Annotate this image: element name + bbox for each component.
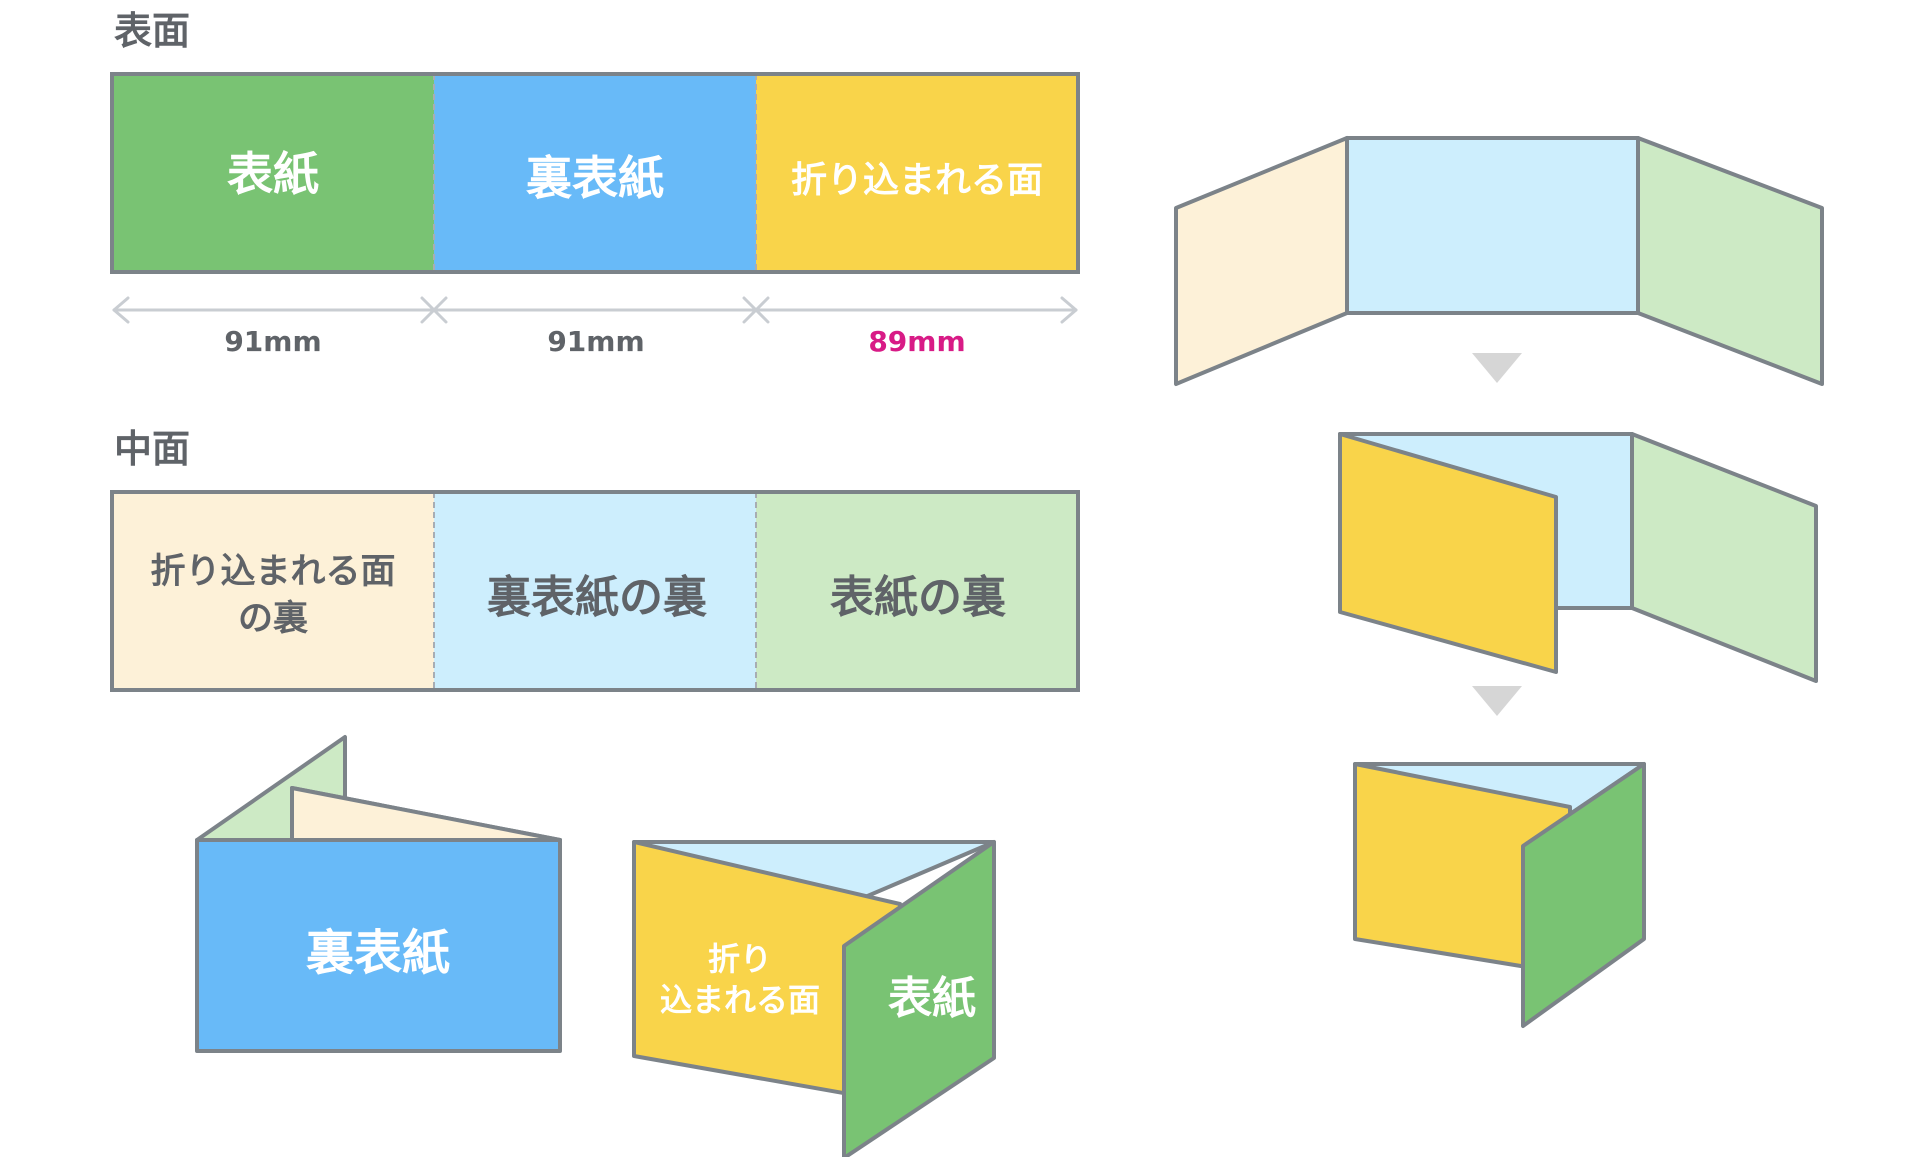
inside-label-flap-back-line2: の裏 (238, 599, 308, 639)
outside-sheet-outline (110, 72, 1080, 274)
step2-panel-flap (1338, 432, 1558, 674)
folded-view-back (195, 735, 562, 1053)
outside-panel-flap (756, 74, 1078, 272)
folded-label-front-cover: 表紙 (888, 973, 976, 1024)
width-label-flap: 89mm (868, 325, 965, 358)
outside-label-back-cover: 裏表紙 (526, 151, 664, 205)
step3-panel-cover (1521, 762, 1646, 1028)
inside-panel-back-cover-inside (434, 492, 756, 690)
step2-panel-right (1630, 432, 1818, 683)
folded-label-back-cover: 裏表紙 (306, 925, 450, 981)
outside-label-flap: 折り込まれる面 (791, 160, 1043, 201)
down-triangle-icon (1472, 686, 1522, 716)
outside-label-front-cover: 表紙 (227, 147, 319, 201)
inside-label-flap-back-line1: 折り込まれる面 (150, 552, 395, 592)
folded-label-flap-line2: 込まれる面 (660, 981, 820, 1019)
folded-panel-front-cover (842, 840, 996, 1157)
inside-panel-front-cover-inside (756, 492, 1078, 690)
fold-step-3 (1353, 762, 1646, 1028)
outside-heading: 表面 (114, 9, 190, 53)
folded-label-flap-line1: 折り (708, 940, 772, 978)
fold-step-2 (1338, 432, 1818, 683)
down-triangle-icon (1472, 353, 1522, 383)
folded-view-open (632, 840, 996, 1157)
folded-panel-flap-back (290, 786, 562, 842)
step1-panel-center (1345, 136, 1640, 315)
dimension-arrows (112, 296, 1078, 324)
inside-label-front-cover-inside: 表紙の裏 (830, 572, 1006, 623)
fold-step-1 (1174, 136, 1824, 386)
step1-panel-left (1174, 136, 1349, 386)
width-label-front-cover: 91mm (224, 325, 321, 358)
inside-panel-flap-back (112, 492, 434, 690)
step1-panel-right (1636, 136, 1824, 386)
inside-heading: 中面 (114, 427, 190, 471)
outside-panel-front-cover (112, 74, 434, 272)
inside-sheet-outline (110, 490, 1080, 692)
outside-panel-back-cover (434, 74, 756, 272)
width-label-back-cover: 91mm (547, 325, 644, 358)
inside-label-back-cover-inside: 裏表紙の裏 (487, 572, 707, 623)
folded-panel-back-cover (195, 838, 562, 1053)
